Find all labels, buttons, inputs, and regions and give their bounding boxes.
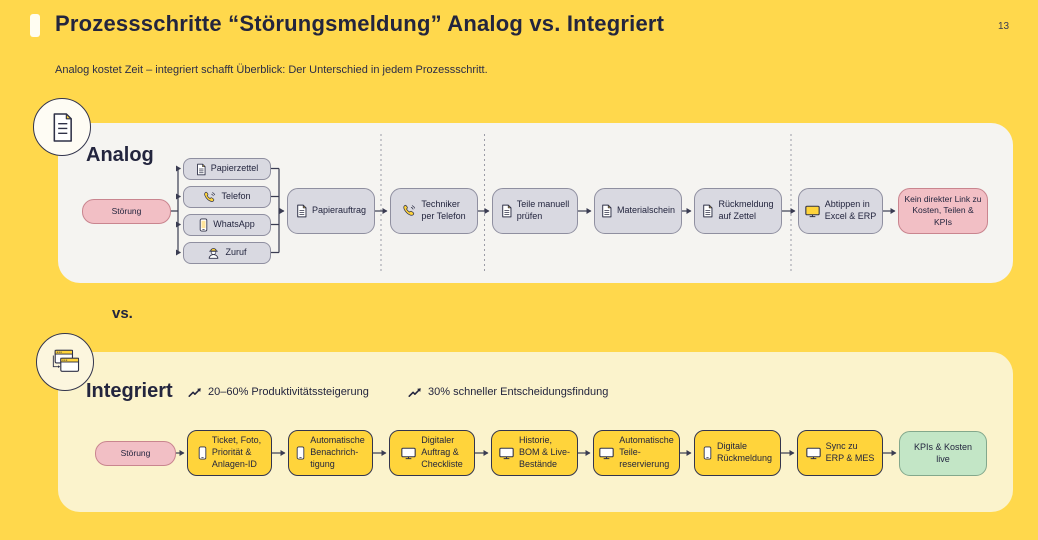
document-icon xyxy=(50,112,75,143)
analog-step-rueckmeldung-auf-zettel: Rückmeldung auf Zettel xyxy=(694,188,782,234)
analog-source-telefon: Telefon xyxy=(183,186,271,208)
node-label: Abtippen in Excel & ERP xyxy=(824,199,877,221)
document-icon xyxy=(601,204,612,218)
analog-step-abtippen-excel-erp: Abtippen in Excel & ERP xyxy=(798,188,883,234)
monitor-icon xyxy=(805,205,820,218)
page-subtitle: Analog kostet Zeit – integriert schafft … xyxy=(55,64,488,76)
analog-heading: Analog xyxy=(86,144,154,166)
stat-decisions: 30% schneller Entscheidungsfindung xyxy=(408,386,608,398)
vs-label: vs. xyxy=(112,305,133,322)
analog-result-kein-link: Kein direkter Link zu Kosten, Teilen & K… xyxy=(898,188,988,234)
node-label: Kein direkter Link zu Kosten, Teilen & K… xyxy=(904,194,982,227)
integrated-step-ticket: Ticket, Foto, Priorität & Anlagen-ID xyxy=(187,430,272,476)
analog-badge xyxy=(33,98,91,156)
smartphone-icon xyxy=(703,446,712,460)
analog-step-teile-manuell-pruefen: Teile manuell prüfen xyxy=(492,188,578,234)
smartphone-icon xyxy=(296,446,305,460)
integrated-step-teilereservierung: Automatische Teile- reservierung xyxy=(593,430,680,476)
smartphone-icon xyxy=(198,446,207,460)
node-label: Telefon xyxy=(221,191,251,202)
node-label: KPIs & Kosten live xyxy=(913,441,973,464)
integrated-badge xyxy=(36,333,94,391)
node-label: Störung xyxy=(120,447,151,458)
windows-icon xyxy=(49,348,81,376)
document-icon xyxy=(296,204,307,218)
monitor-icon xyxy=(401,447,416,460)
node-label: Sync zu ERP & MES xyxy=(825,441,875,463)
node-label: Historie, BOM & Live- Bestände xyxy=(518,435,570,469)
analog-source-whatsapp: WhatsApp xyxy=(183,214,271,236)
node-label: Automatische Teile- reservierung xyxy=(619,435,674,469)
integrated-step-digitale-rueckmeldung: Digitale Rückmeldung xyxy=(694,430,781,476)
smartphone-icon xyxy=(199,218,208,232)
node-label: Zuruf xyxy=(225,247,247,258)
node-label: Papierzettel xyxy=(210,163,259,174)
phone-receiver-icon xyxy=(203,191,216,204)
title-accent-bar xyxy=(30,14,40,37)
monitor-icon xyxy=(599,447,614,460)
analog-source-zuruf: Zuruf xyxy=(183,242,271,264)
page-number: 13 xyxy=(998,21,1010,32)
document-icon xyxy=(702,204,713,218)
node-label: Störung xyxy=(111,205,142,216)
stat-label: 30% schneller Entscheidungsfindung xyxy=(428,386,609,398)
integrated-step-sync-erp-mes: Sync zu ERP & MES xyxy=(797,430,883,476)
node-label: Materialschein xyxy=(616,205,676,216)
node-label: Digitaler Auftrag & Checkliste xyxy=(421,435,463,469)
monitor-icon xyxy=(499,447,514,460)
document-icon xyxy=(196,163,206,176)
node-label: Techniker per Telefon xyxy=(421,199,466,221)
node-label: WhatsApp xyxy=(213,219,255,230)
integrated-heading: Integriert xyxy=(86,380,173,402)
analog-step-techniker-per-telefon: Techniker per Telefon xyxy=(390,188,478,234)
integrated-step-historie-bom: Historie, BOM & Live- Bestände xyxy=(491,430,578,476)
phone-receiver-icon xyxy=(402,204,416,218)
node-label: Automatische Benachrich- tigung xyxy=(310,435,365,469)
node-label: Rückmeldung auf Zettel xyxy=(718,199,774,221)
analog-step-papierauftrag: Papierauftrag xyxy=(287,188,375,234)
node-label: Papierauftrag xyxy=(311,205,367,216)
trend-up-icon xyxy=(408,387,422,398)
worker-icon xyxy=(207,247,220,259)
integrated-step-digitaler-auftrag: Digitaler Auftrag & Checkliste xyxy=(389,430,475,476)
monitor-icon xyxy=(806,447,821,460)
stat-label: 20–60% Produktivitätssteigerung xyxy=(208,386,369,398)
node-label: Digitale Rückmeldung xyxy=(716,441,773,463)
analog-start-stoerung: Störung xyxy=(82,199,171,224)
node-label: Ticket, Foto, Priorität & Anlagen-ID xyxy=(211,435,262,469)
integrated-result-kpis-live: KPIs & Kosten live xyxy=(899,431,987,476)
document-icon xyxy=(501,204,512,218)
trend-up-icon xyxy=(188,387,202,398)
stat-productivity: 20–60% Produktivitätssteigerung xyxy=(188,386,369,398)
integrated-start-stoerung: Störung xyxy=(95,441,176,466)
analog-step-materialschein: Materialschein xyxy=(594,188,682,234)
node-label: Teile manuell prüfen xyxy=(516,199,570,221)
analog-source-papierzettel: Papierzettel xyxy=(183,158,271,180)
page-title: Prozessschritte “Störungsmeldung” Analog… xyxy=(55,11,665,36)
integrated-step-benachrichtigung: Automatische Benachrich- tigung xyxy=(288,430,373,476)
